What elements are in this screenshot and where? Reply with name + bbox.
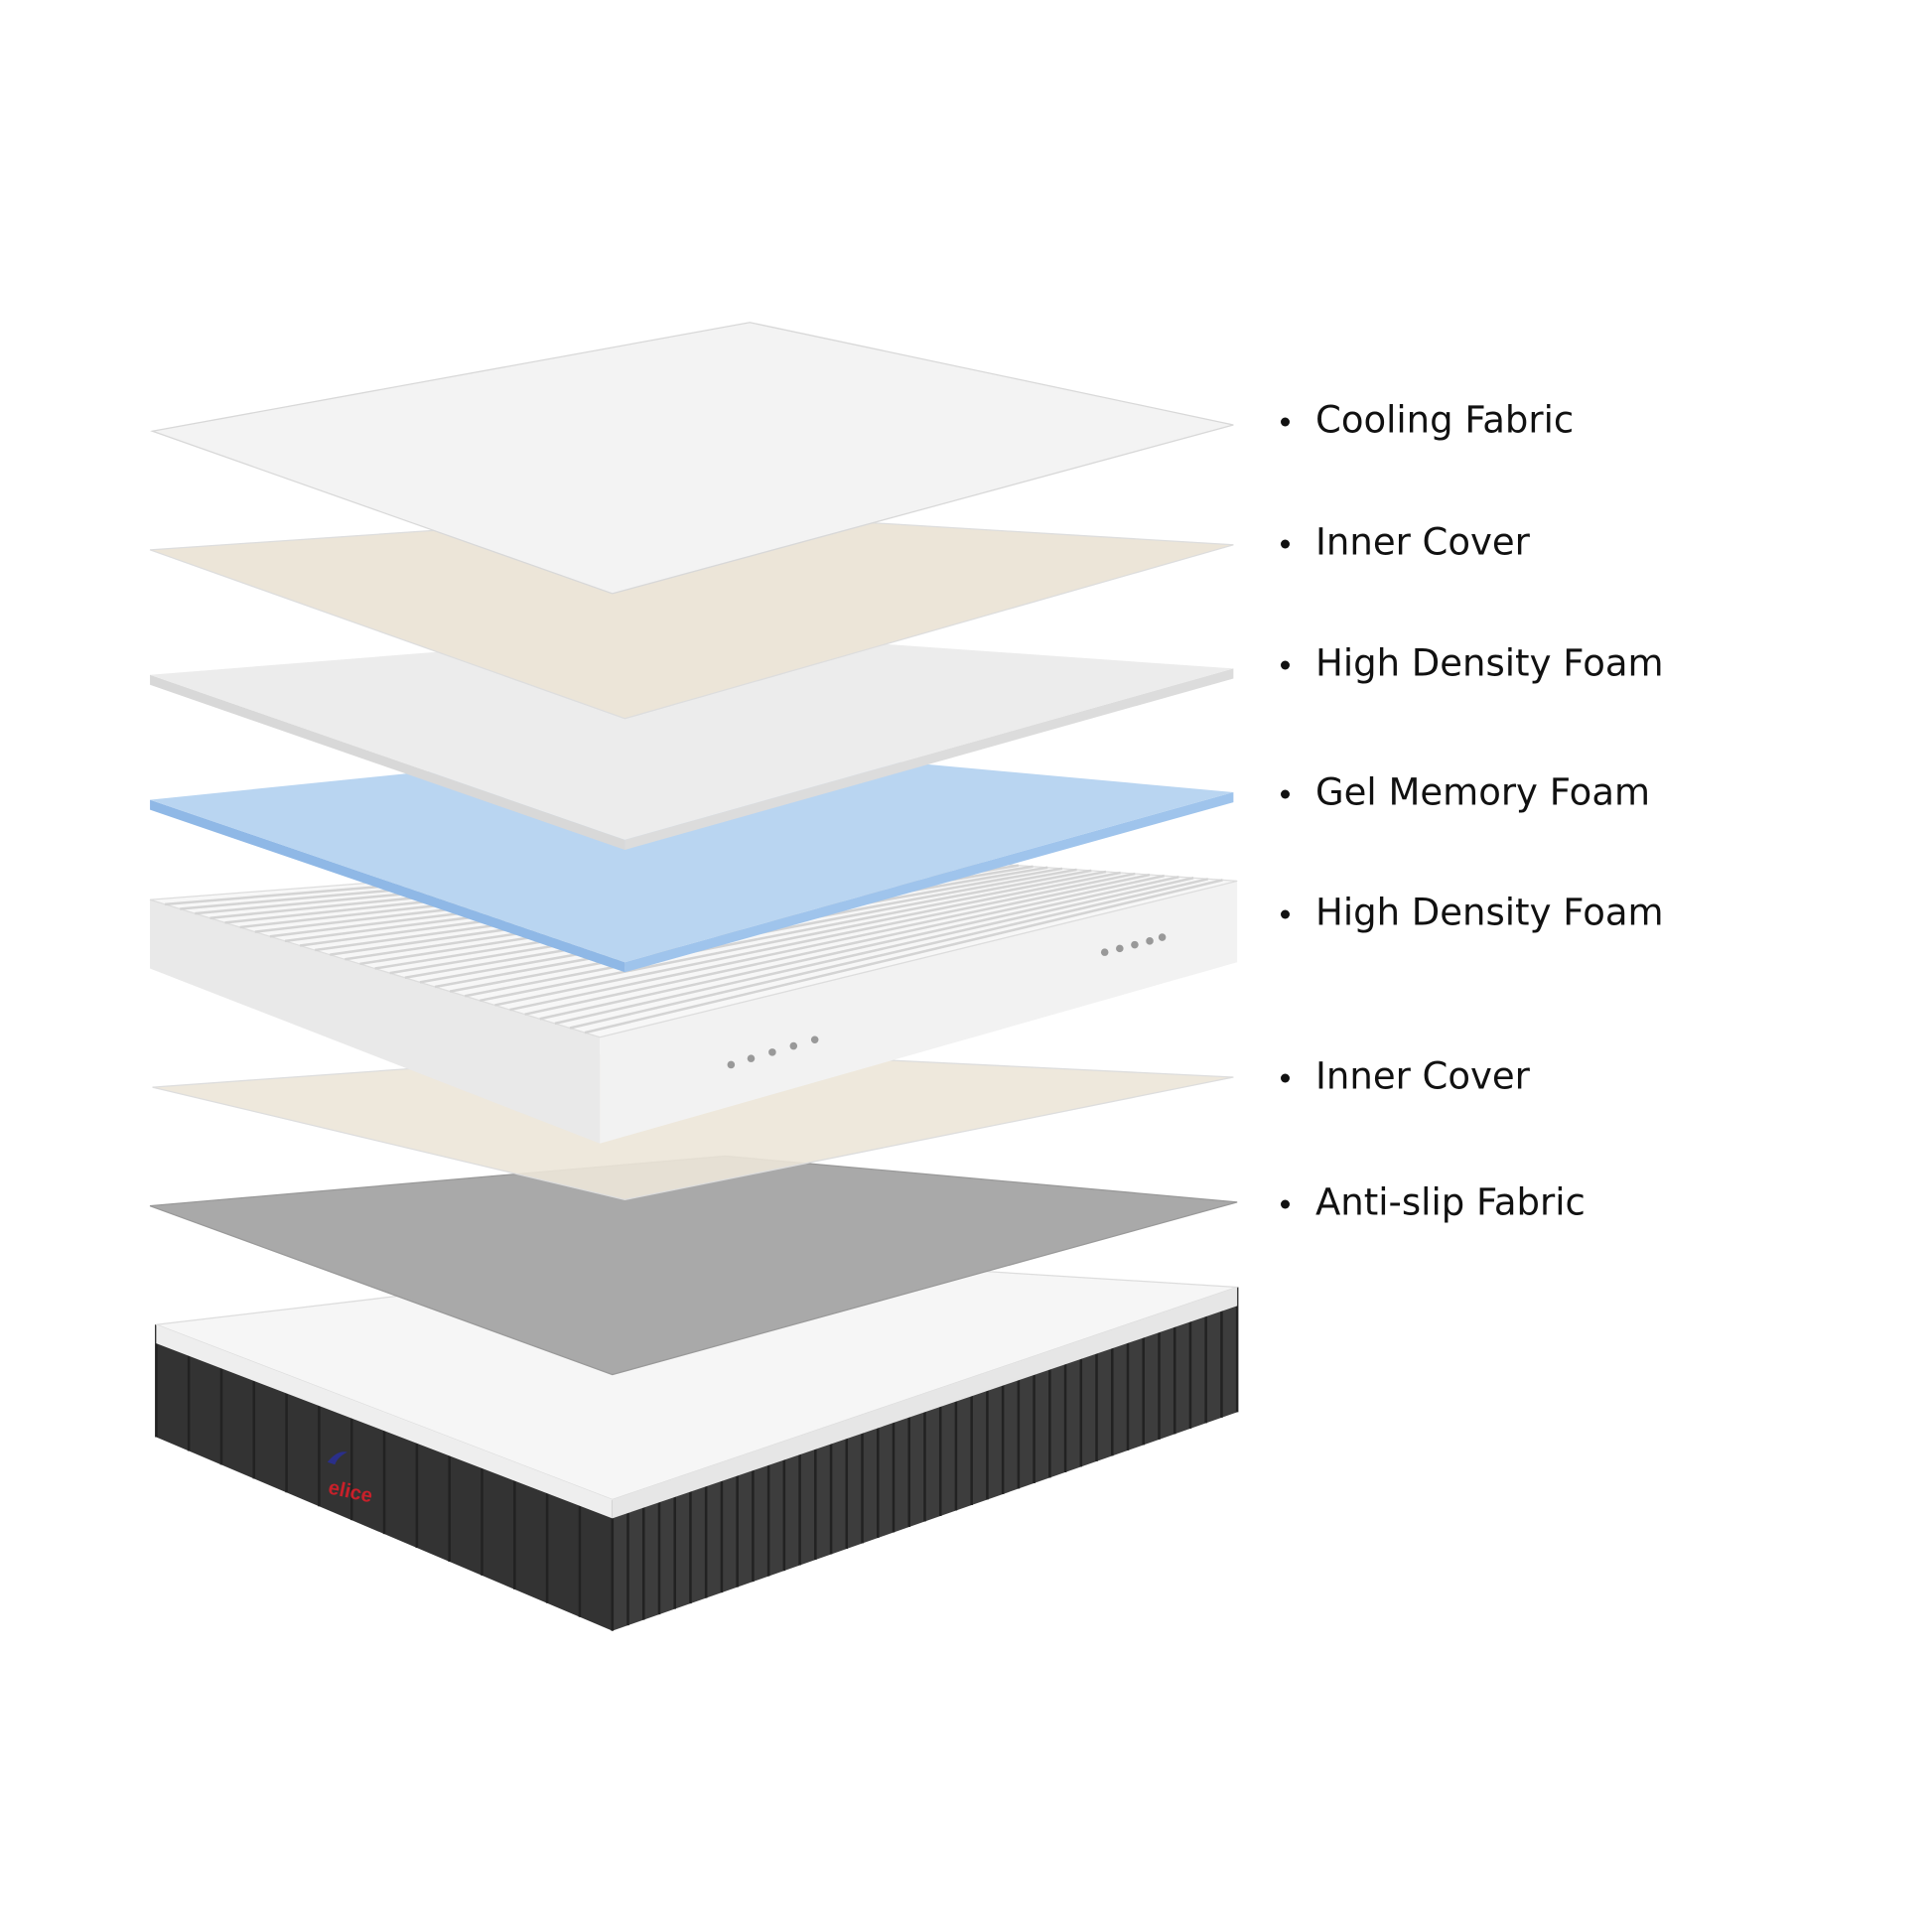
label-inner-cover-bottom: Inner Cover [1281, 1055, 1530, 1098]
label-text: Gel Memory Foam [1315, 770, 1651, 814]
label-text: Inner Cover [1315, 520, 1530, 564]
label-text: High Density Foam [1315, 641, 1664, 685]
layer-cooling-fabric [150, 322, 1234, 595]
label-text: High Density Foam [1315, 891, 1664, 934]
label-gel-memory-foam: Gel Memory Foam [1281, 771, 1650, 814]
label-anti-slip-fabric: Anti-slip Fabric [1281, 1181, 1586, 1224]
bullet-icon [1281, 789, 1290, 799]
label-cooling-fabric: Cooling Fabric [1281, 399, 1574, 442]
bullet-icon [1281, 660, 1290, 670]
label-text: Inner Cover [1315, 1054, 1530, 1098]
layer-high-density-foam [150, 630, 1234, 850]
label-text: Anti-slip Fabric [1315, 1180, 1586, 1224]
label-text: Cooling Fabric [1315, 398, 1575, 442]
label-high-density-foam-2: High Density Foam [1281, 892, 1664, 934]
label-high-density-foam-1: High Density Foam [1281, 642, 1664, 685]
bullet-icon [1281, 909, 1290, 919]
bullet-icon [1281, 1199, 1290, 1209]
bullet-icon [1281, 1073, 1290, 1083]
mattress-base: elice [155, 1255, 1239, 1631]
bullet-icon [1281, 539, 1290, 549]
layer-gel-memory-foam [150, 743, 1234, 973]
bullet-icon [1281, 417, 1290, 427]
label-inner-cover-top: Inner Cover [1281, 521, 1530, 564]
